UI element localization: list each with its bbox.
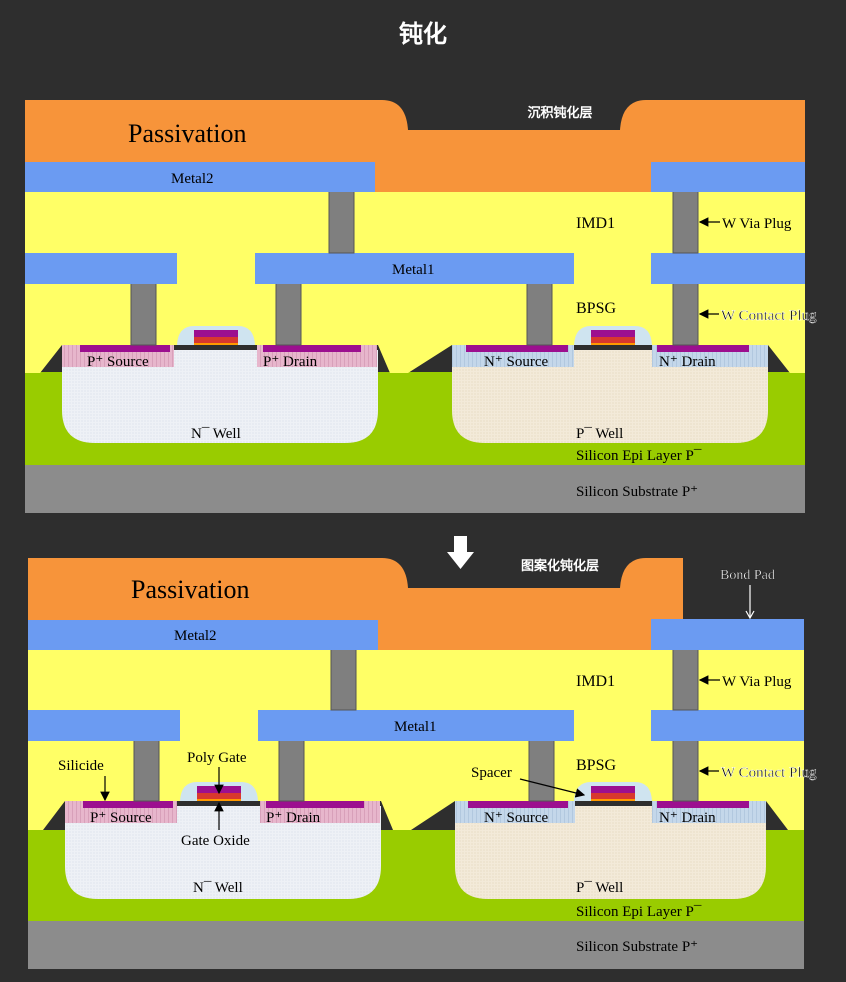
w-contact-plug (130, 282, 157, 346)
substrate-label: Silicon Substrate P⁺ (576, 484, 698, 500)
w-via-plug (328, 190, 355, 254)
spacer-label: Spacer (471, 765, 512, 781)
w-via-plug-label: W Via Plug (722, 216, 792, 232)
metal1-label: Metal1 (392, 262, 435, 278)
bpsg-label: BPSG (576, 300, 616, 317)
w-via-plug-label: W Via Plug (722, 674, 792, 690)
p-drain-label: P⁺ Drain (266, 810, 321, 826)
metal2-label: Metal2 (174, 628, 217, 644)
passivation-layer (28, 558, 683, 650)
arrow-head-icon (745, 610, 755, 620)
silicide (468, 801, 568, 808)
silicide (263, 345, 361, 352)
p-drain-label: P⁺ Drain (263, 354, 318, 370)
w-via-plug (330, 648, 357, 711)
n-drain-label: N⁺ Drain (659, 354, 716, 370)
w-contact-plug (672, 739, 699, 802)
n-drain-label: N⁺ Drain (659, 810, 716, 826)
w-contact-plug-label: W Contact Plug (721, 765, 817, 781)
silicide (266, 801, 364, 808)
step-label: 图案化钝化层 (521, 558, 599, 574)
silicide-label: Silicide (58, 758, 104, 774)
metal1-segment (651, 710, 804, 741)
pmos-gate (177, 326, 255, 345)
step-label: 沉积钝化层 (527, 105, 592, 121)
silicide (657, 345, 749, 352)
panel-deposit-passivation: 沉积钝化层 Passivation Metal2 Metal1 IMD1 BPS… (25, 100, 817, 513)
imd1-label: IMD1 (576, 673, 615, 690)
w-contact-plug-label: W Contact Plug (721, 308, 817, 324)
silicide (657, 801, 749, 808)
w-contact-plug (672, 282, 699, 346)
w-contact-plug (278, 739, 305, 802)
silicide (80, 345, 170, 352)
metal1-segment (258, 710, 574, 741)
metal1-segment (25, 253, 177, 284)
p-well (455, 806, 766, 899)
metal2-segment (25, 162, 375, 192)
metal2-segment (651, 162, 805, 192)
poly-gate-label: Poly Gate (187, 750, 247, 766)
n-well-label: N¯ Well (191, 426, 241, 442)
arrow-icon (519, 778, 586, 798)
metal1-segment (651, 253, 805, 284)
w-contact-plug (526, 282, 553, 346)
n-well-label: N¯ Well (193, 880, 243, 896)
nmos-gate (574, 326, 652, 345)
silicide (83, 801, 173, 808)
passivation-layer (25, 100, 805, 192)
epi-label: Silicon Epi Layer P¯ (576, 904, 702, 920)
n-well (62, 350, 378, 443)
imd1-label: IMD1 (576, 215, 615, 232)
passivation-label: Passivation (131, 575, 249, 604)
metal1-segment (28, 710, 180, 741)
p-well-label: P¯ Well (576, 880, 623, 896)
silicide (466, 345, 568, 352)
w-contact-plug (275, 282, 302, 346)
panel-pattern-passivation: 图案化钝化层 Passivation Metal2 Metal1 IMD1 BP… (28, 558, 817, 969)
metal1-segment (255, 253, 574, 284)
down-arrow-icon (447, 536, 474, 569)
page-title: 钝化 (399, 20, 447, 48)
metal2-segment (28, 620, 378, 650)
p-well-label: P¯ Well (576, 426, 623, 442)
w-contact-plug (133, 739, 160, 802)
w-via-plug (672, 648, 699, 711)
w-via-plug (672, 190, 699, 254)
p-source-label: P⁺ Source (90, 810, 152, 826)
substrate-layer (25, 465, 805, 513)
epi-label: Silicon Epi Layer P¯ (576, 448, 702, 464)
n-source-label: N⁺ Source (484, 354, 548, 370)
bond-pad (651, 619, 804, 650)
substrate-layer (28, 921, 804, 969)
p-well (452, 350, 768, 443)
bond-pad-label: Bond Pad (720, 568, 775, 583)
gate-oxide-label: Gate Oxide (181, 833, 250, 849)
p-source-label: P⁺ Source (87, 354, 149, 370)
n-well (65, 806, 381, 899)
metal1-label: Metal1 (394, 719, 437, 735)
n-source-label: N⁺ Source (484, 810, 548, 826)
metal2-label: Metal2 (171, 171, 214, 187)
bpsg-label: BPSG (576, 757, 616, 774)
nmos-gate (574, 782, 652, 801)
substrate-label: Silicon Substrate P⁺ (576, 939, 698, 955)
passivation-label: Passivation (128, 119, 246, 148)
w-contact-plug (528, 739, 555, 802)
